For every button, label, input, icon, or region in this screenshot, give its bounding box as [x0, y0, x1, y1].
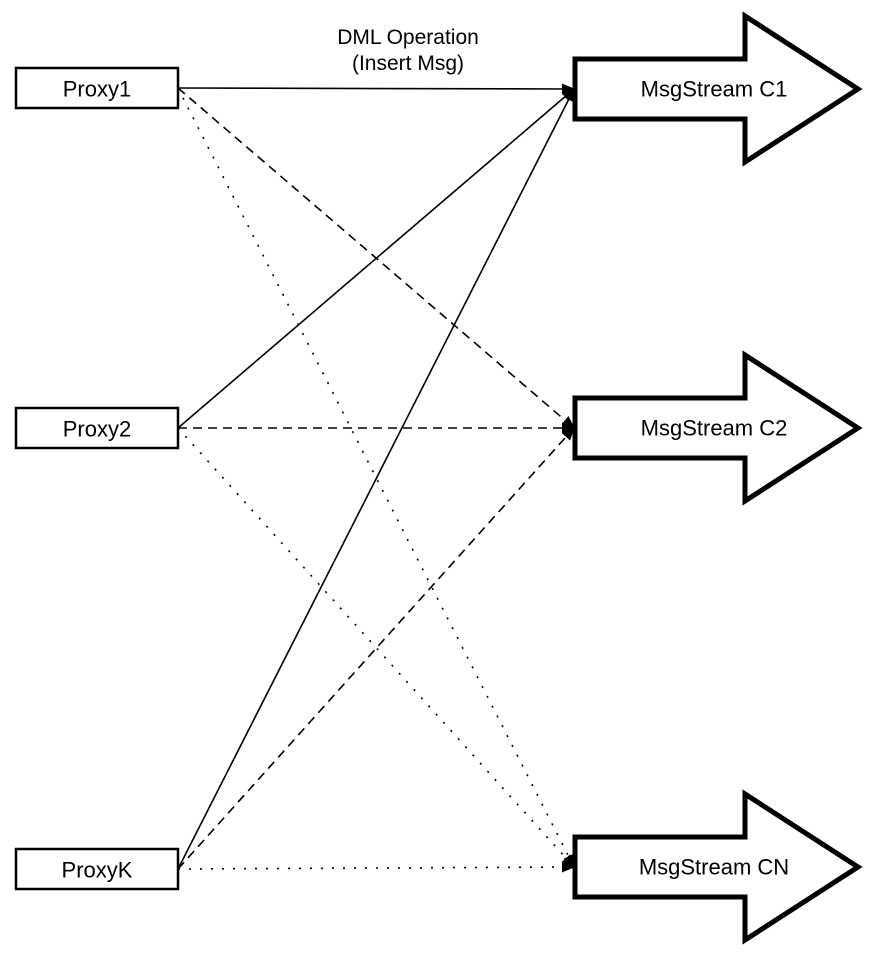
edge-proxyk-cn [177, 861, 575, 873]
node-proxy1: Proxy1 [14, 66, 180, 110]
edge-proxy1-c1 [177, 83, 575, 95]
msgstream-c1-label: MsgStream C1 [641, 77, 788, 102]
node-msgstream-c2: MsgStream C2 [572, 350, 863, 506]
edge-proxy2-cn [177, 427, 575, 868]
proxy2-label: Proxy2 [63, 417, 131, 442]
proxy1-box [14, 66, 180, 110]
msgstream-cn-arrow-shape [572, 789, 863, 945]
msgstream-c2-arrow-shape [572, 350, 863, 506]
annotation-line1: DML Operation [337, 26, 479, 49]
proxyk-box [14, 847, 180, 891]
proxyk-label: ProxyK [62, 858, 133, 883]
edge-proxyk-c1 [177, 88, 575, 870]
edge-proxy2-c1 [177, 88, 575, 429]
node-msgstream-c1: MsgStream C1 [572, 11, 863, 167]
annotation-line2: (Insert Msg) [352, 52, 464, 75]
msgstream-cn-label: MsgStream CN [639, 855, 789, 880]
proxy1-label: Proxy1 [63, 77, 131, 102]
msgstream-c2-label: MsgStream C2 [641, 416, 788, 441]
node-msgstream-cn: MsgStream CN [572, 789, 863, 945]
node-proxy2: Proxy2 [14, 406, 180, 450]
edges-layer [177, 83, 575, 873]
node-proxyk: ProxyK [14, 847, 180, 891]
edge-proxyk-c2 [177, 427, 575, 870]
proxy2-box [14, 406, 180, 450]
msgstream-c1-arrow-shape [572, 11, 863, 167]
